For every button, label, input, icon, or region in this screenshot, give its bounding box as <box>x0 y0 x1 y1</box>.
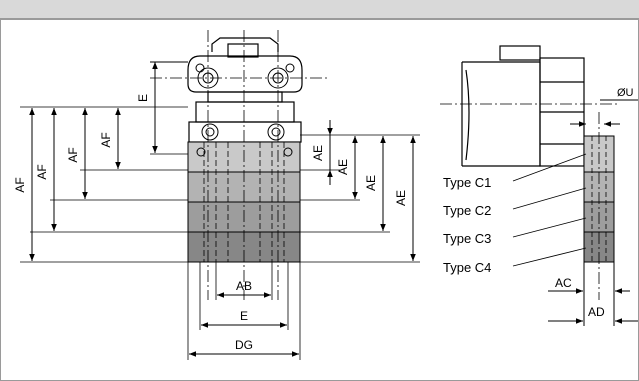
dim-ae-4: AE <box>394 190 408 206</box>
valve-head <box>187 37 303 143</box>
technical-drawing: AF AF AF AF E AE AE AE AE <box>0 19 639 381</box>
dim-lines-bottom <box>189 292 299 357</box>
label-type-c4: Type C4 <box>443 260 491 275</box>
side-dim-lines <box>548 262 639 326</box>
dim-af-1: AF <box>13 177 27 192</box>
dim-ab: AB <box>236 279 252 293</box>
center-lines <box>150 30 330 300</box>
dim-lines-left <box>29 61 188 261</box>
bolt-holes-top <box>195 63 295 141</box>
diameter-callout <box>570 99 639 127</box>
type-leaders <box>512 153 587 267</box>
dim-dg: DG <box>235 338 253 352</box>
extension-lines <box>20 106 420 360</box>
dim-e-top: E <box>136 94 150 102</box>
side-view: ØU Type C1 Type C2 Type C3 Type C4 A <box>440 45 639 326</box>
side-center-lines <box>440 103 620 300</box>
dim-lines-right <box>327 120 416 261</box>
dim-ae-2: AE <box>336 159 350 175</box>
label-type-c1: Type C1 <box>443 175 491 190</box>
dim-ae-1: AE <box>311 145 325 161</box>
dim-af-3: AF <box>66 147 80 162</box>
hidden-lines <box>203 142 285 262</box>
dim-ae-3: AE <box>364 175 378 191</box>
dim-af-2: AF <box>35 164 49 179</box>
dim-e-bottom: E <box>240 309 248 323</box>
dim-ac: AC <box>555 276 572 290</box>
dim-af-4: AF <box>99 132 113 147</box>
label-type-c2: Type C2 <box>443 203 491 218</box>
side-head <box>461 45 585 167</box>
header-bar <box>0 0 639 19</box>
dim-diameter-u: ØU <box>617 87 634 99</box>
dim-ad: AD <box>588 305 605 319</box>
label-type-c3: Type C3 <box>443 231 491 246</box>
front-view: AF AF AF AF E AE AE AE AE <box>13 30 420 360</box>
